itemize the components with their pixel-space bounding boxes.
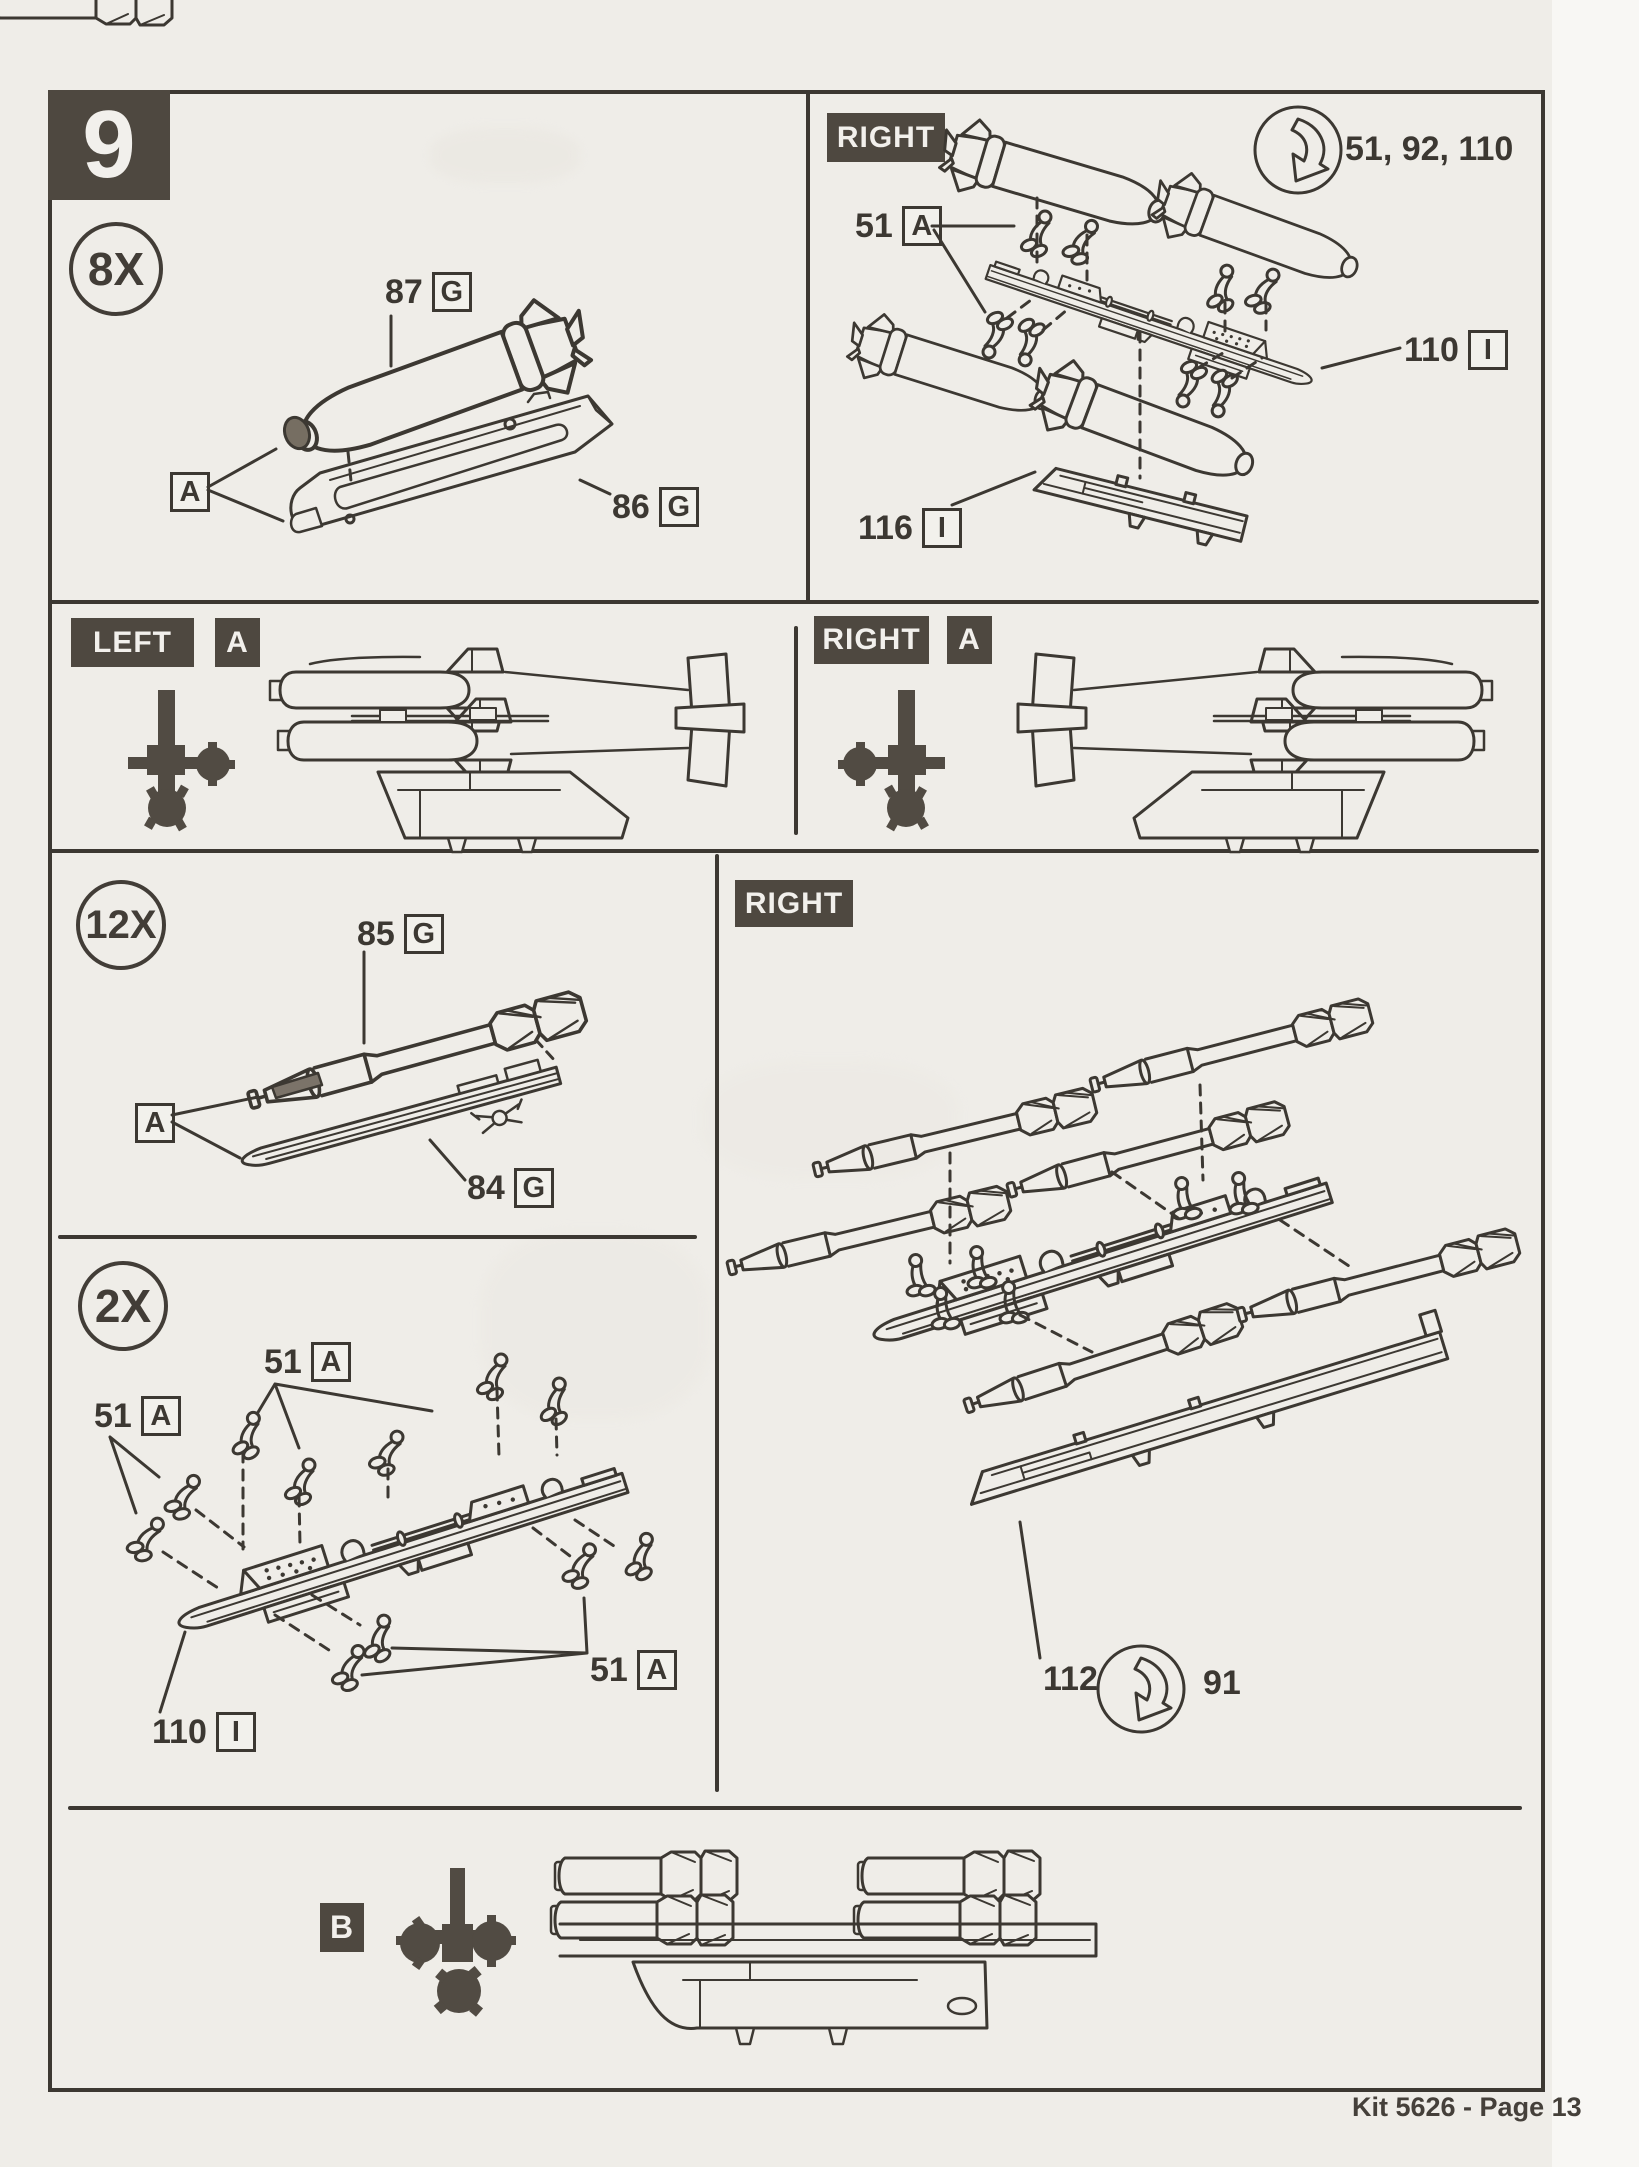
bottom-view-drawing: [0, 0, 1098, 2046]
right-view-drawing: [838, 647, 1494, 854]
panel-112: [970, 1308, 1450, 1506]
label-text: RIGHT: [836, 120, 936, 154]
assembly-8x-drawing: [206, 285, 614, 534]
sprue-letter-box: A: [901, 206, 942, 246]
sprue-letter-box: I: [921, 508, 962, 548]
callout-112: 112: [1043, 1660, 1098, 1699]
big-right-drawing: [722, 995, 1524, 1734]
position-badge-a-left: A: [215, 618, 260, 667]
view-label-right-mid: RIGHT: [814, 616, 929, 664]
sprue-letter-box: I: [215, 1712, 256, 1752]
part-number: 86: [612, 487, 650, 526]
top-right-drawing: [837, 105, 1402, 547]
callout-91: 91: [1203, 1664, 1241, 1703]
view-label-right-big: RIGHT: [735, 880, 853, 927]
quantity-badge-2x: 2X: [78, 1261, 168, 1351]
view-label-right-top: RIGHT: [827, 113, 945, 162]
label-text: RIGHT: [822, 623, 921, 656]
page-border: [48, 90, 1545, 2092]
step-number-box: 9: [48, 90, 170, 200]
label-text: RIGHT: [744, 886, 844, 920]
part-number: 112: [1043, 1660, 1098, 1698]
sway-brace-icon-left: [128, 690, 235, 832]
quantity-text: 8X: [87, 243, 145, 295]
sway-brace-icon-b: [396, 1868, 516, 2017]
panel-116: [1032, 466, 1249, 547]
part-number: 91: [1203, 1664, 1241, 1702]
sprue-letter-box: A: [140, 1396, 181, 1436]
sway-brace-icon-right: [838, 690, 945, 832]
quantity-badge-12x: 12X: [76, 880, 166, 970]
label-text: A: [958, 623, 981, 656]
sprue-letter-box: G: [403, 914, 444, 954]
position-badge-b: B: [320, 1903, 364, 1952]
part-number: 87: [385, 272, 423, 311]
left-view-drawing: [128, 647, 746, 854]
part-number: 85: [357, 914, 395, 953]
sprue-letter-box: A: [310, 1342, 351, 1382]
part-number: 51: [590, 1650, 628, 1689]
decal-text: 51, 92, 110: [1345, 130, 1514, 168]
view-label-left: LEFT: [71, 618, 194, 667]
sprue-letter-box: G: [431, 272, 472, 312]
showthrough-smudge: [480, 1230, 710, 1420]
footer-text: Kit 5626 - Page 13: [1352, 2092, 1582, 2122]
part-number: 51: [94, 1396, 132, 1435]
sprue-letter-box: G: [658, 487, 699, 527]
launch-rail-86: [289, 390, 614, 534]
label-text: A: [226, 625, 249, 659]
showthrough-smudge: [430, 128, 580, 183]
page-footer: Kit 5626 - Page 13: [1352, 2092, 1582, 2123]
scan-margin-band: [1552, 0, 1639, 2167]
assembly-2x-drawing: [108, 1352, 659, 1714]
sprue-letter-box: A: [170, 472, 210, 512]
section-divider-lines: [50, 92, 1539, 1810]
part-number: 116: [858, 508, 913, 547]
launch-rail-84: [240, 1058, 563, 1167]
decal-numbers-top: 51, 92, 110: [1345, 130, 1513, 169]
part-number: 110: [1404, 330, 1459, 369]
quantity-badge-8x: 8X: [69, 222, 163, 316]
part-number: 84: [467, 1168, 505, 1207]
quantity-text: 12X: [85, 902, 157, 947]
sprue-letter-box: A: [636, 1650, 677, 1690]
part-number: 110: [152, 1712, 207, 1751]
label-text: B: [329, 1909, 355, 1945]
callout-A-8x: A: [170, 472, 210, 512]
position-badge-a-right: A: [947, 616, 992, 664]
step-number: 9: [82, 91, 136, 198]
sprue-letter-box: I: [1467, 330, 1508, 370]
label-text: LEFT: [93, 625, 172, 659]
sprue-letter-box: G: [513, 1168, 554, 1208]
assembly-12x-drawing: [170, 950, 591, 1182]
part-number: 51: [855, 206, 893, 245]
part-number: 51: [264, 1342, 302, 1381]
quantity-text: 2X: [94, 1280, 152, 1332]
